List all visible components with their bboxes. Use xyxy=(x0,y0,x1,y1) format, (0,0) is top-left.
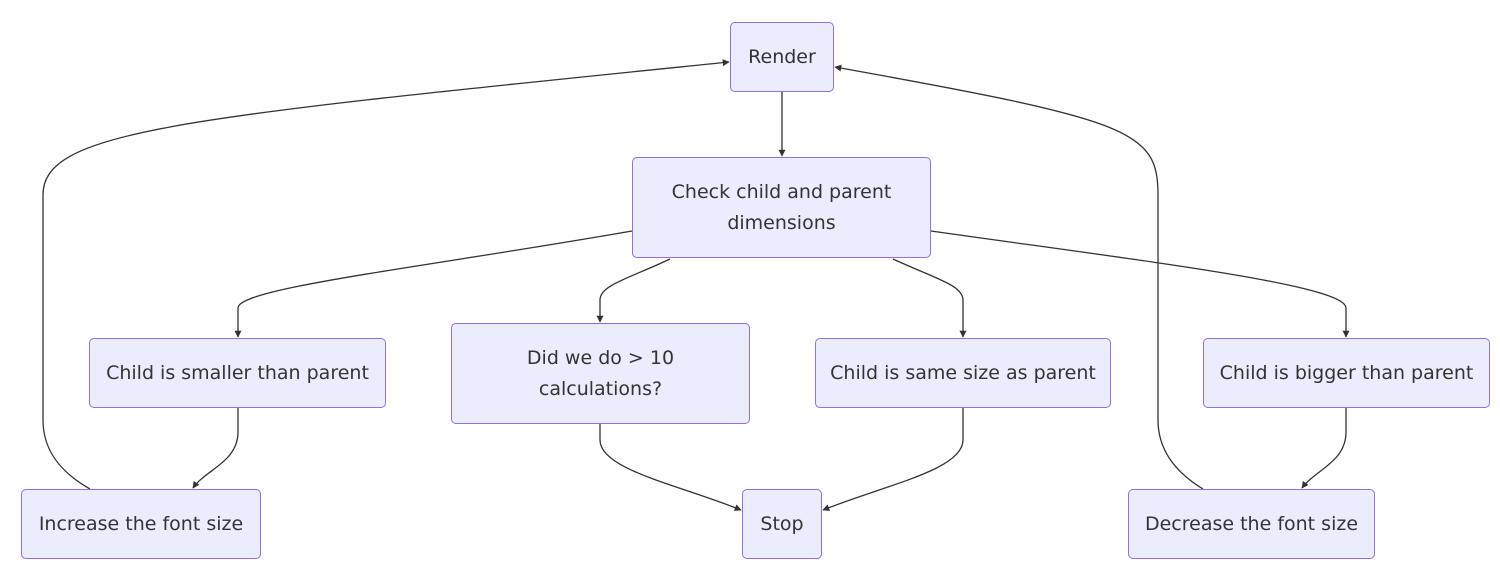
node-check-dimensions[interactable]: Check child and parent dimensions xyxy=(632,157,931,258)
node-render[interactable]: Render xyxy=(730,22,834,92)
edge-increase-to-render xyxy=(42,59,730,490)
edge-check-to-bigger xyxy=(930,230,1350,338)
node-check-dimensions-line-1: Check child and parent xyxy=(671,180,892,203)
node-increase-font-size[interactable]: Increase the font size xyxy=(21,489,261,559)
node-calculation-check-text: Did we do > 10 calculations? xyxy=(527,343,674,405)
node-increase-font-size-label: Increase the font size xyxy=(38,512,244,535)
edge-decrease-to-render xyxy=(834,64,1204,490)
node-decrease-font-size-label: Decrease the font size xyxy=(1144,512,1359,535)
edge-check-to-calc xyxy=(596,258,671,323)
node-decrease-font-size[interactable]: Decrease the font size xyxy=(1128,489,1375,559)
edge-bigger-to-decrease xyxy=(1301,408,1347,489)
edge-smaller-to-increase xyxy=(192,408,239,489)
node-stop[interactable]: Stop xyxy=(742,489,822,559)
node-child-smaller[interactable]: Child is smaller than parent xyxy=(89,338,386,408)
edge-check-to-same xyxy=(892,258,967,338)
node-calculation-check[interactable]: Did we do > 10 calculations? xyxy=(451,323,750,424)
node-child-same-size-label: Child is same size as parent xyxy=(830,361,1096,384)
node-render-label: Render xyxy=(748,45,816,68)
edge-calc-to-stop xyxy=(599,424,742,511)
node-calculation-check-line-1: Did we do > 10 xyxy=(526,346,675,369)
node-stop-label: Stop xyxy=(760,512,804,535)
node-calculation-check-line-2: calculations? xyxy=(538,377,663,400)
edge-same-to-stop xyxy=(822,408,964,511)
node-child-bigger-label: Child is bigger than parent xyxy=(1219,361,1474,384)
node-child-same-size[interactable]: Child is same size as parent xyxy=(815,338,1111,408)
node-child-bigger[interactable]: Child is bigger than parent xyxy=(1203,338,1490,408)
edge-check-to-smaller xyxy=(234,230,633,338)
node-check-dimensions-text: Check child and parent dimensions xyxy=(672,177,892,239)
node-child-smaller-label: Child is smaller than parent xyxy=(106,361,369,384)
node-check-dimensions-line-2: dimensions xyxy=(727,211,836,234)
